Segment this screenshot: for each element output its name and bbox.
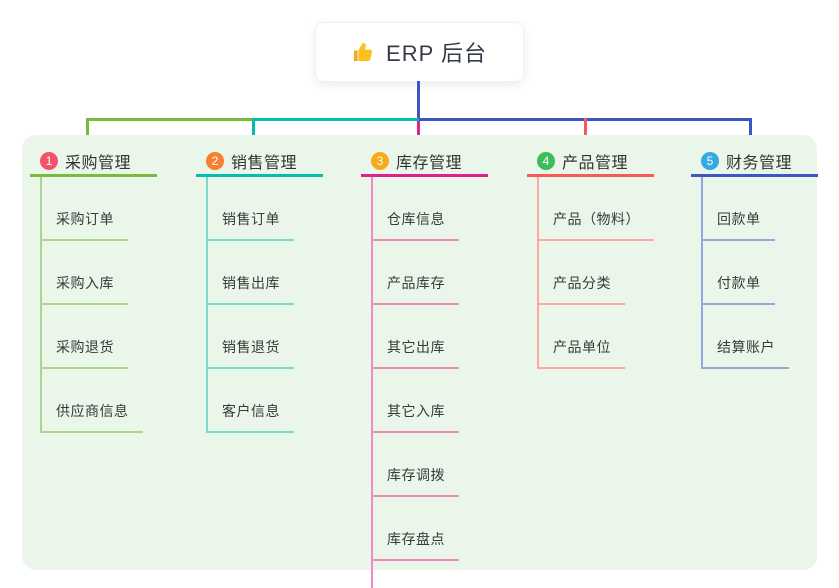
mindmap-node[interactable]: 其它出库: [373, 305, 459, 369]
connector-drop-sales: [252, 118, 255, 148]
mindmap-node[interactable]: 其它入库: [373, 369, 459, 433]
branch-items: 仓库信息产品库存其它出库其它入库库存调拨库存盘点出库库明细: [371, 177, 474, 588]
branch-node-label: 财务管理: [726, 155, 793, 172]
branch-node-label: 产品管理: [562, 155, 629, 172]
node-label: 采购入库: [56, 275, 114, 291]
mindmap-node[interactable]: 采购订单: [42, 177, 128, 241]
connector-drop-inventory: [417, 121, 420, 148]
mindmap-node[interactable]: 产品单位: [539, 305, 625, 369]
branch-node-label: 销售管理: [231, 155, 298, 172]
node-label: 付款单: [717, 275, 761, 291]
connector-horizontal-purchase: [86, 118, 253, 121]
mindmap-node[interactable]: 结算账户: [703, 305, 789, 369]
node-label: 产品分类: [553, 275, 611, 291]
mindmap-node[interactable]: 采购退货: [42, 305, 128, 369]
mindmap-node[interactable]: 供应商信息: [42, 369, 143, 433]
mindmap-node[interactable]: 销售退货: [208, 305, 294, 369]
node-label: 产品（物料）: [553, 211, 640, 227]
branch-node-label: 采购管理: [65, 155, 132, 172]
node-label: 产品库存: [387, 275, 445, 291]
mindmap-node[interactable]: 采购入库: [42, 241, 128, 305]
connector-drop-finance: [749, 118, 752, 148]
node-label: 销售出库: [222, 275, 280, 291]
node-label: 结算账户: [717, 339, 775, 355]
node-label: 其它出库: [387, 339, 445, 355]
mindmap-node[interactable]: 产品库存: [373, 241, 459, 305]
node-label: 采购退货: [56, 339, 114, 355]
branch-number-badge: 4: [537, 152, 555, 170]
connector-root-drop: [417, 81, 420, 120]
branch-inventory: 3 库存管理 仓库信息产品库存其它出库其它入库库存调拨库存盘点出库库明细: [361, 148, 488, 588]
thumbs-up-icon: [352, 40, 376, 64]
node-label: 库存盘点: [387, 531, 445, 547]
mindmap-node[interactable]: 付款单: [703, 241, 775, 305]
branch-node[interactable]: 5 财务管理: [691, 148, 818, 177]
mindmap-node[interactable]: 销售出库: [208, 241, 294, 305]
mindmap-node[interactable]: 产品分类: [539, 241, 625, 305]
branch-purchase: 1 采购管理 采购订单采购入库采购退货供应商信息: [30, 148, 157, 433]
branch-node[interactable]: 2 销售管理: [196, 148, 323, 177]
mindmap-node[interactable]: 库存盘点: [373, 497, 459, 561]
branch-items: 产品（物料） 产品分类产品单位: [537, 177, 654, 369]
branch-items: 销售订单销售出库销售退货客户信息: [206, 177, 294, 433]
mindmap-node[interactable]: 仓库信息: [373, 177, 459, 241]
node-label: 采购订单: [56, 211, 114, 227]
branches-panel: 1 采购管理 采购订单采购入库采购退货供应商信息 2 销售管理 销售订单销售出库…: [22, 135, 818, 588]
branch-items: 采购订单采购入库采购退货供应商信息: [40, 177, 143, 433]
mindmap-node[interactable]: 产品（物料）: [539, 177, 654, 241]
branch-node-label: 库存管理: [396, 155, 463, 172]
branch-sales: 2 销售管理 销售订单销售出库销售退货客户信息: [196, 148, 323, 433]
branch-number-badge: 5: [701, 152, 719, 170]
mindmap-node[interactable]: 回款单: [703, 177, 775, 241]
node-label: 客户信息: [222, 403, 280, 419]
root-node-label: ERP 后台: [386, 41, 487, 66]
branch-number-badge: 3: [371, 152, 389, 170]
branch-node[interactable]: 3 库存管理: [361, 148, 488, 177]
branch-number-badge: 2: [206, 152, 224, 170]
branch-items: 回款单付款单结算账户: [701, 177, 789, 369]
node-label: 回款单: [717, 211, 761, 227]
mindmap-node[interactable]: 库存调拨: [373, 433, 459, 497]
branch-product: 4 产品管理 产品（物料） 产品分类产品单位: [527, 148, 654, 369]
mindmap-node[interactable]: 出库库明细: [373, 561, 474, 588]
branch-finance: 5 财务管理 回款单付款单结算账户: [691, 148, 818, 369]
node-label: 供应商信息: [56, 403, 129, 419]
connector-drop-product: [584, 118, 587, 148]
mindmap-node[interactable]: 销售订单: [208, 177, 294, 241]
branch-node[interactable]: 4 产品管理: [527, 148, 654, 177]
connector-horizontal-sales: [252, 118, 419, 121]
branch-node[interactable]: 1 采购管理: [30, 148, 157, 177]
branch-number-badge: 1: [40, 152, 58, 170]
node-label: 销售退货: [222, 339, 280, 355]
node-label: 仓库信息: [387, 211, 445, 227]
node-label: 库存调拨: [387, 467, 445, 483]
root-node[interactable]: ERP 后台: [315, 22, 524, 82]
node-label: 产品单位: [553, 339, 611, 355]
connector-drop-purchase: [86, 118, 89, 148]
mindmap-node[interactable]: 客户信息: [208, 369, 294, 433]
node-label: 其它入库: [387, 403, 445, 419]
node-label: 销售订单: [222, 211, 280, 227]
